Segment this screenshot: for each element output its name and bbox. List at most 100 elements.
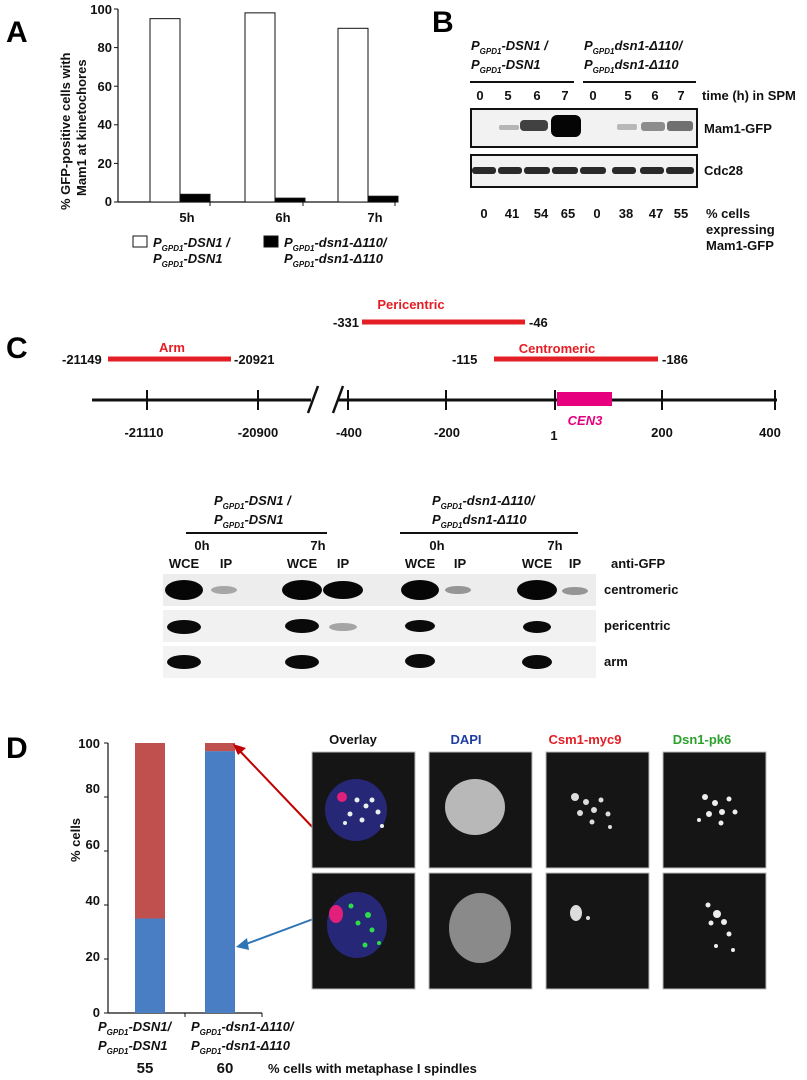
- pericentric-right-coord: -46: [529, 315, 548, 330]
- cen3-label: CEN3: [568, 413, 603, 428]
- panel-a-bars: [149, 12, 399, 203]
- micrograph-r2-dsn1: [662, 872, 767, 990]
- dots-r1-csm1: [571, 793, 612, 829]
- panel-b-genotype-1-top: PGPD1-DSN1 /: [471, 38, 549, 56]
- micrograph-r1-csm1: [545, 751, 650, 869]
- legend-label-1-bottom: PGPD1-DSN1: [153, 251, 222, 269]
- panel-d-xlabel-2-top: PGPD1-dsn1-Δ110/: [191, 1019, 295, 1037]
- panel-b-pct-0b: 0: [593, 206, 600, 221]
- arrow-blue-line: [245, 917, 317, 945]
- axis-tick-400: 400: [759, 425, 781, 440]
- panel-letter-a: A: [6, 16, 28, 49]
- panel-b-pct-label-2: expressing: [706, 222, 775, 237]
- panel-b-band-7a: [551, 115, 581, 137]
- panel-b-time-0b: 0: [589, 88, 596, 103]
- cen3-box: [557, 392, 612, 406]
- panel-b-pct-55: 55: [674, 206, 688, 221]
- panel-d-ytick-100: 100: [78, 736, 100, 751]
- panel-d-chart: % cells 0 20 40 60 80 100 PGPD1-DSN1/ PG…: [68, 736, 477, 1077]
- legend-label-1-top: PGPD1-DSN1 /: [153, 235, 231, 253]
- axis-tick-1: 1: [550, 428, 557, 443]
- bar-series1-7h: [337, 27, 369, 203]
- centromeric-left-coord: -115: [452, 352, 477, 367]
- pericentric-left-coord: -331: [333, 315, 359, 330]
- row-label-centromeric: centromeric: [604, 582, 678, 597]
- arm-label: Arm: [159, 340, 185, 355]
- panel-b-time-7a: 7: [561, 88, 568, 103]
- panel-a-ytick-0: 0: [105, 194, 112, 209]
- spindle-pct-1: 55: [137, 1060, 154, 1077]
- gel-bands-centromeric: [165, 580, 588, 600]
- row-label-arm: arm: [604, 654, 628, 669]
- axis-tick-minus400: -400: [336, 425, 362, 440]
- panel-b-pct-65: 65: [561, 206, 575, 221]
- panel-d-ytick-40: 40: [86, 893, 100, 908]
- panel-b-time-label: time (h) in SPM: [702, 88, 796, 103]
- panel-a-chart: % GFP-positive cells with Mam1 at kineto…: [58, 2, 399, 269]
- panel-a-ytick-20: 20: [98, 156, 112, 171]
- panel-d-xlabel-1-bottom: PGPD1-DSN1: [98, 1038, 167, 1056]
- spindle-pct-2: 60: [217, 1060, 234, 1077]
- panel-b-genotype-1-bottom: PGPD1-DSN1: [471, 57, 540, 75]
- row-label-pericentric: pericentric: [604, 618, 670, 633]
- stacked-bar-red-1: [135, 743, 165, 919]
- panel-c-gel: PGPD1-DSN1 / PGPD1-DSN1 PGPD1-dsn1-Δ110/…: [163, 493, 678, 678]
- panel-b-pct-label-3: Mam1-GFP: [706, 238, 774, 253]
- panel-b-band-5a: [499, 125, 519, 130]
- panel-b-pct-0a: 0: [480, 206, 487, 221]
- panel-b-pct-41: 41: [505, 206, 519, 221]
- stacked-bar-blue-2: [205, 751, 235, 1013]
- spindle-label: % cells with metaphase I spindles: [268, 1061, 477, 1076]
- panel-b-cdc28-bands: [472, 167, 694, 174]
- panel-b-pct-47: 47: [649, 206, 663, 221]
- gel-bands-arm: [167, 654, 552, 669]
- dots-r1-overlay: [337, 792, 384, 828]
- panel-b-genotype-2-top: PGPD1dsn1-Δ110/: [584, 38, 684, 56]
- stacked-bar-blue-1: [135, 918, 165, 1013]
- panel-letter-b: B: [432, 6, 454, 39]
- panel-b-time-5b: 5: [624, 88, 631, 103]
- bar-series1-6h: [244, 12, 276, 203]
- panel-b-pct-38: 38: [619, 206, 633, 221]
- gel-genotype-1-bottom: PGPD1-DSN1: [214, 512, 283, 530]
- micrograph-r2-csm1: [545, 872, 650, 990]
- lane-wce-3: WCE: [405, 556, 436, 571]
- panel-a-ytick-100: 100: [90, 2, 112, 17]
- legend-swatch-white: [132, 235, 148, 248]
- panel-d-bars: [135, 743, 235, 1013]
- lane-wce-1: WCE: [169, 556, 200, 571]
- panel-d-ytick-60: 60: [86, 837, 100, 852]
- arrow-red-head: [233, 744, 246, 755]
- col-title-overlay: Overlay: [329, 732, 377, 747]
- stacked-bar-red-2: [205, 743, 235, 752]
- arrow-blue-head: [236, 938, 249, 950]
- panel-c-map: Pericentric -331 -46 Arm -21149 -20921 C…: [62, 297, 781, 443]
- panel-a-ytick-60: 60: [98, 79, 112, 94]
- panel-b-time-6a: 6: [533, 88, 540, 103]
- panel-a-ylabel-1: % GFP-positive cells with: [58, 52, 73, 210]
- gel-genotype-2-bottom: PGPD1dsn1-Δ110: [432, 512, 527, 530]
- gel-time-7h-a: 7h: [310, 538, 325, 553]
- panel-d-ytick-0: 0: [93, 1005, 100, 1020]
- gel-genotype-1-top: PGPD1-DSN1 /: [214, 493, 292, 511]
- gel-genotype-2-top: PGPD1-dsn1-Δ110/: [432, 493, 536, 511]
- legend-swatch-black: [263, 235, 279, 248]
- centromeric-label: Centromeric: [519, 341, 596, 356]
- panel-b-genotype-2-bottom: PGPD1dsn1-Δ110: [584, 57, 679, 75]
- panel-a-xtick-5h: 5h: [179, 210, 194, 225]
- bar-series2-6h: [274, 197, 306, 203]
- arm-right-coord: -20921: [234, 352, 274, 367]
- gel-time-0h-b: 0h: [429, 538, 444, 553]
- panel-b-label-cdc28: Cdc28: [704, 163, 743, 178]
- axis-break-2: [331, 385, 345, 414]
- panel-a-legend: PGPD1-DSN1 / PGPD1-DSN1 PGPD1-dsn1-Δ110/…: [132, 235, 388, 269]
- panel-b-label-mam1: Mam1-GFP: [704, 121, 772, 136]
- panel-b-band-6a: [520, 120, 548, 131]
- legend-label-2-top: PGPD1-dsn1-Δ110/: [284, 235, 388, 253]
- lane-ip-4: IP: [569, 556, 582, 571]
- gel-bands-pericentric: [167, 619, 551, 634]
- panel-a-xtick-6h: 6h: [275, 210, 290, 225]
- col-title-dsn1: Dsn1-pk6: [673, 732, 732, 747]
- lane-ip-3: IP: [454, 556, 467, 571]
